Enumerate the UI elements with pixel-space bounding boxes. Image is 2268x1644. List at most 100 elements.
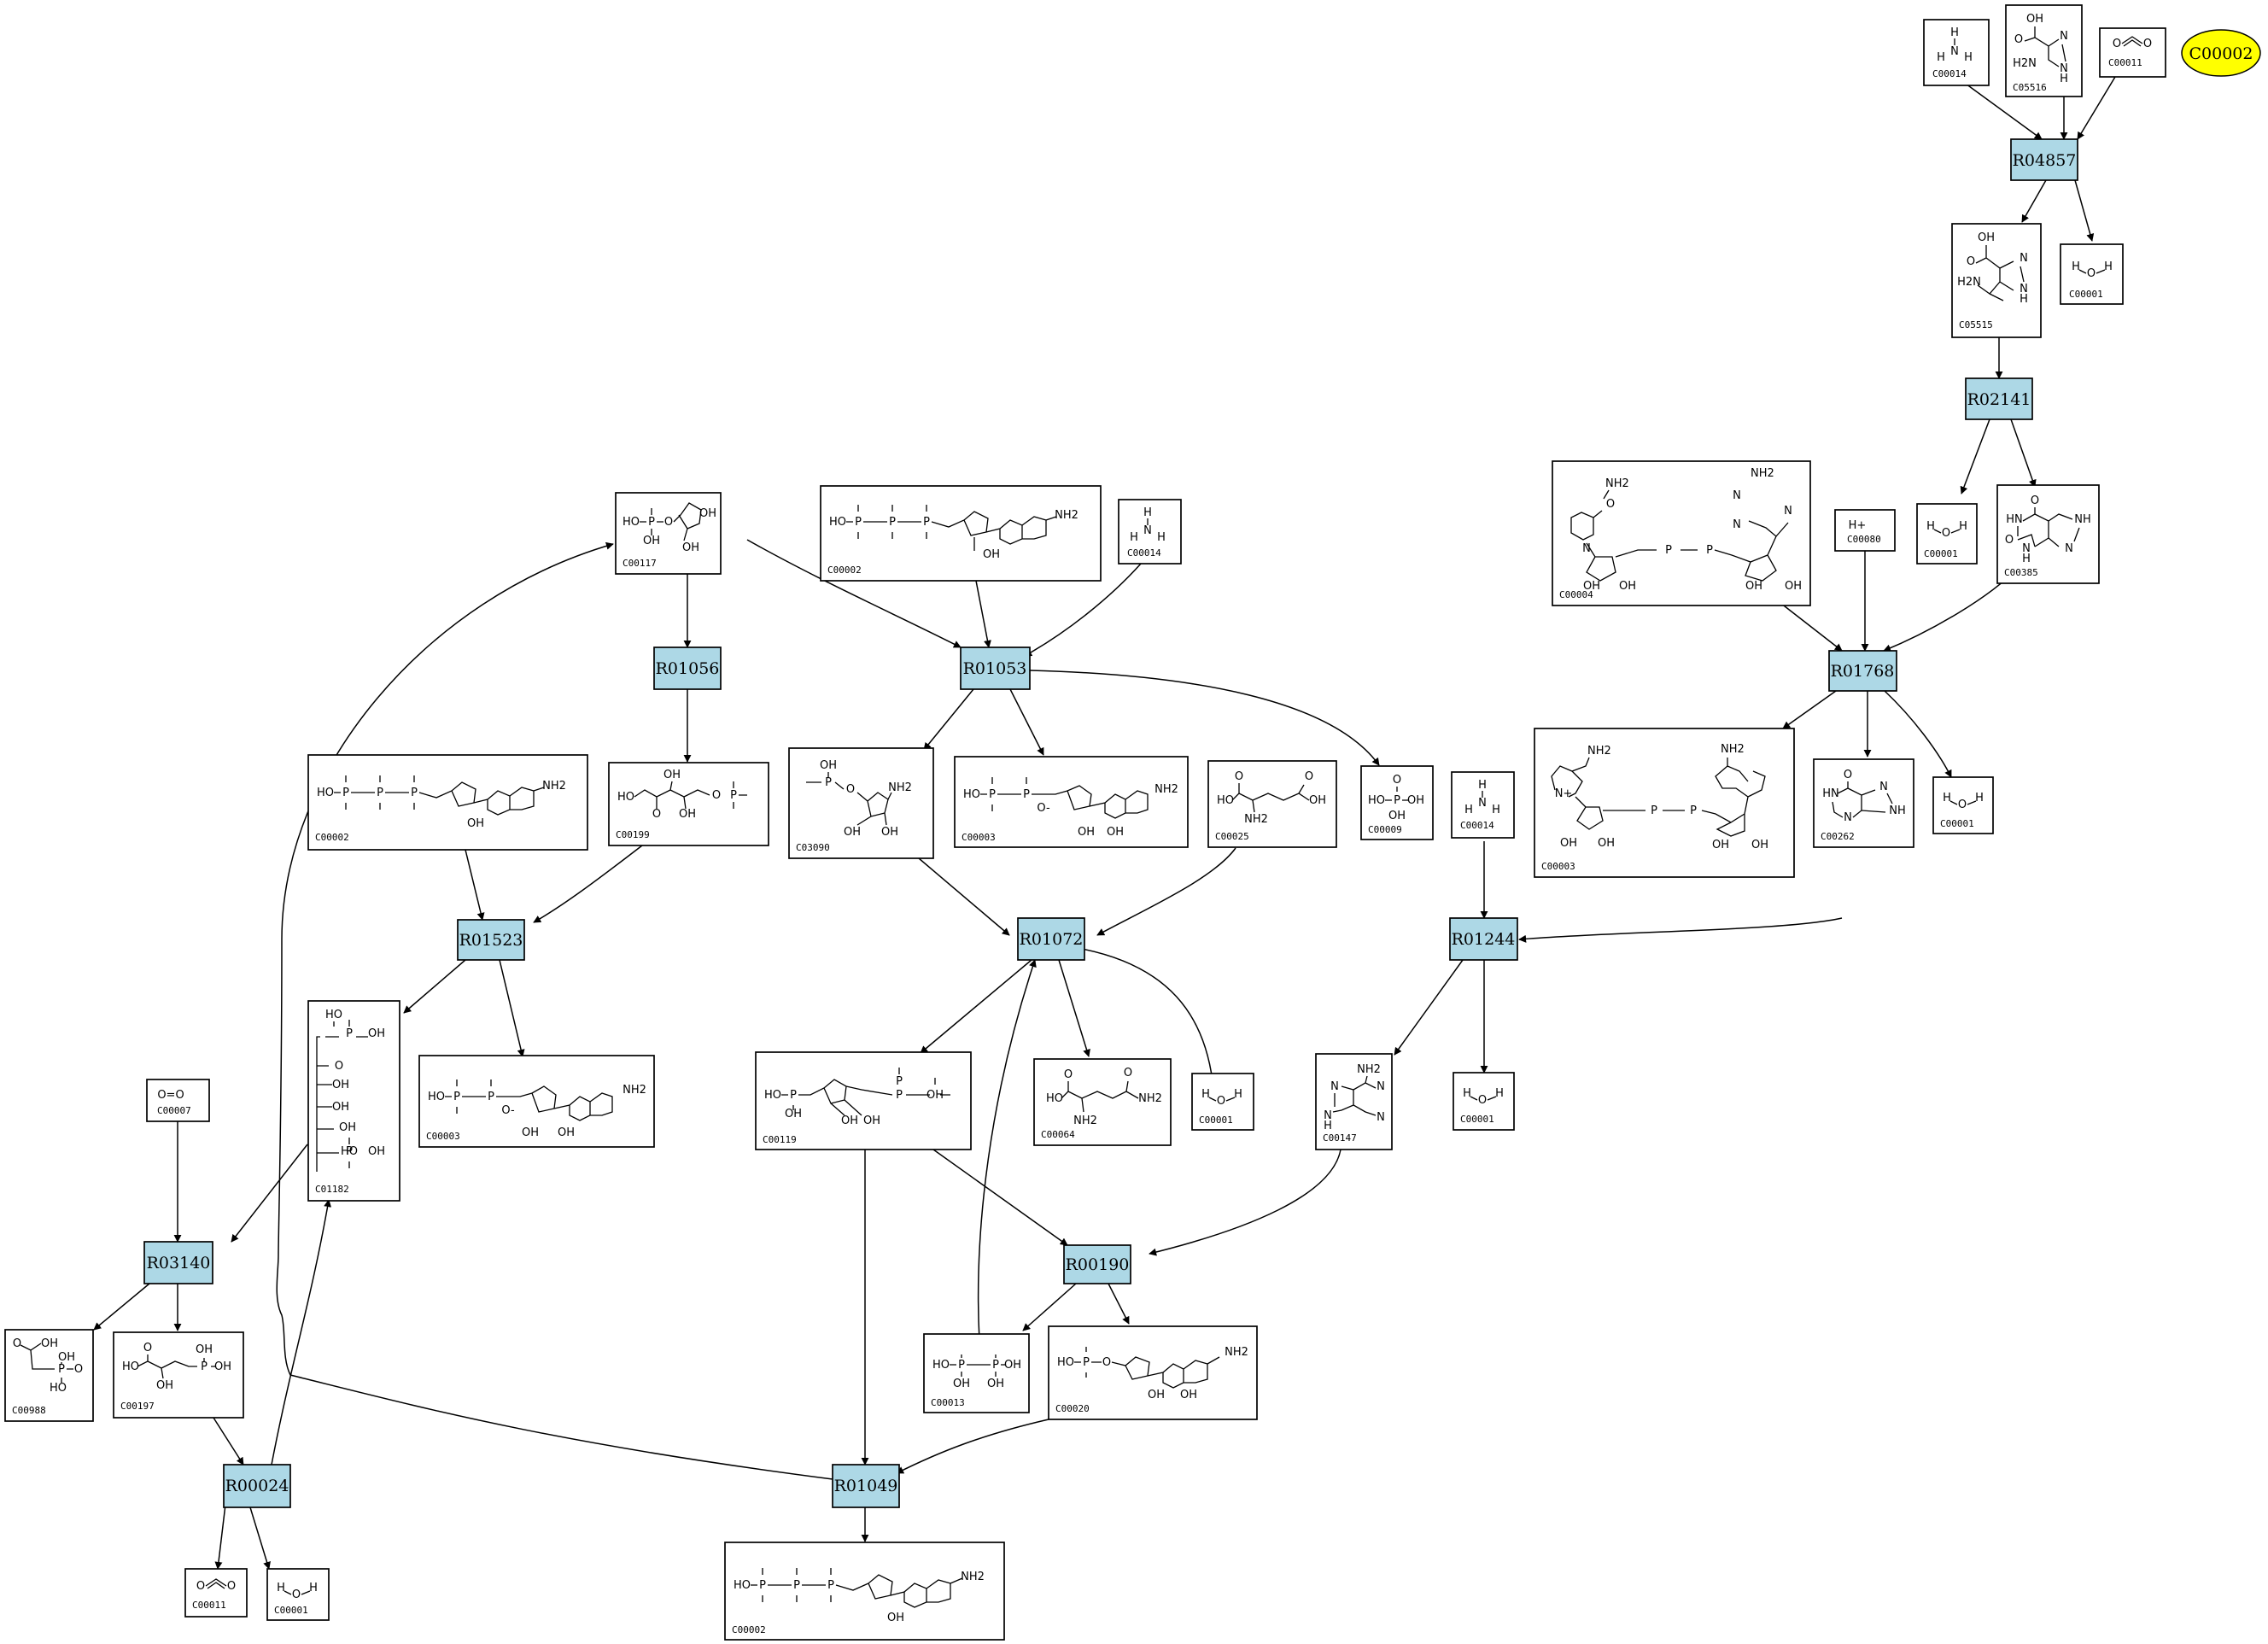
compound-node-c00064[interactable]: O HO NH2 NH2 O C00064	[1033, 1058, 1172, 1146]
atom: OH	[1078, 826, 1095, 839]
compound-label: C00020	[1055, 1403, 1090, 1414]
atom: P	[648, 516, 655, 529]
query-node-c00002[interactable]: C00002	[2181, 29, 2261, 77]
reaction-node-r01523[interactable]: R01523	[457, 919, 525, 961]
atom: N	[1377, 1080, 1385, 1093]
compound-node-c00007[interactable]: O=O C00007	[146, 1079, 210, 1122]
compound-node-c00001[interactable]: H O H C00001	[1191, 1073, 1254, 1131]
atom: OH	[682, 541, 699, 554]
reaction-node-r03140[interactable]: R03140	[143, 1241, 213, 1284]
atom: H	[1463, 1087, 1471, 1100]
edges	[93, 76, 2116, 1570]
compound-label: C00001	[1460, 1114, 1494, 1125]
compound-node-c00117[interactable]: HO P O OH OH OH C00117	[615, 492, 722, 575]
reaction-node-r01056[interactable]: R01056	[653, 646, 722, 690]
compound-node-c00119[interactable]: HO P OH P P OH OH OH C00119	[755, 1051, 972, 1150]
atom: H2N	[1957, 276, 1981, 289]
atom: O	[1305, 770, 1313, 783]
atom: OH	[1107, 826, 1124, 839]
compound-node-c01182[interactable]: HO P OH OH OH OH HO P OH O C01182	[307, 1000, 400, 1202]
reaction-node-r01768[interactable]: R01768	[1828, 650, 1897, 692]
compound-node-c00004[interactable]: NH2 NH2 O N N N N OH OH OH OH P P C00004	[1552, 460, 1811, 606]
compound-node-c00014[interactable]: H N H H C00014	[1118, 499, 1182, 565]
reaction-label: R02141	[1967, 390, 2031, 409]
compound-node-c00080[interactable]: H+ C00080	[1834, 509, 1896, 552]
compound-node-c00262[interactable]: O HN N NH N C00262	[1813, 758, 1914, 848]
atom: OH	[1560, 837, 1577, 850]
atom: OH	[522, 1126, 539, 1139]
reaction-node-r04857[interactable]: R04857	[2010, 138, 2078, 181]
compound-node-c00001[interactable]: H O H C00001	[1453, 1072, 1515, 1131]
compound-node-c00011[interactable]: O O C00011	[184, 1568, 248, 1618]
edge	[923, 688, 974, 751]
compound-node-c03090[interactable]: OH P O NH2 OH OH C03090	[788, 747, 934, 859]
compound-node-c00014[interactable]: H N H H C00014	[1451, 771, 1515, 839]
atom: N	[1733, 518, 1741, 531]
reaction-node-r00190[interactable]: R00190	[1063, 1244, 1131, 1284]
compound-node-c00025[interactable]: O O HO OH NH2 C00025	[1207, 760, 1337, 848]
compound-node-c00002[interactable]: HO P P P OH NH2 C00002	[724, 1542, 1005, 1641]
atom: OH	[841, 1115, 858, 1127]
atom: H	[2022, 553, 2031, 565]
atom: HN	[2006, 513, 2023, 526]
reaction-node-r01053[interactable]: R01053	[960, 646, 1031, 690]
atom: HO	[1368, 794, 1385, 807]
compound-node-c00001[interactable]: H O H C00001	[1916, 503, 1978, 565]
compound-node-c00385[interactable]: O HN NH N O N H C00385	[1996, 484, 2100, 584]
compound-node-c00001[interactable]: H O H C00001	[1932, 776, 1994, 834]
reaction-node-r01072[interactable]: R01072	[1017, 917, 1085, 961]
compound-node-c00013[interactable]: HO P P OH OH OH C00013	[923, 1333, 1030, 1413]
atom: H	[309, 1582, 318, 1594]
atom: N	[2020, 283, 2028, 295]
atom: H	[1130, 531, 1138, 544]
compound-node-c00197[interactable]: O HO P OH OH OH C00197	[113, 1331, 244, 1419]
compound-node-c05515[interactable]: OH O N H2N N H C05515	[1951, 223, 2042, 338]
edge	[920, 959, 1032, 1054]
atom: N	[1733, 489, 1741, 502]
atom: OH	[1004, 1359, 1021, 1372]
atom: OH	[887, 1612, 904, 1624]
compound-label: C00011	[2108, 57, 2142, 68]
atom: OH	[339, 1121, 356, 1134]
compound-node-c00002[interactable]: HO P P P OH NH2 C00002	[307, 754, 588, 851]
compound-label: C00011	[192, 1600, 226, 1611]
atom: P	[790, 1089, 797, 1102]
compound-node-c00988[interactable]: O OH OH P O HO C00988	[4, 1329, 94, 1422]
compound-node-c00003[interactable]: NH2 NH2 N+ OH OH OH OH P P C00003	[1534, 728, 1795, 878]
atom: P	[793, 1579, 800, 1592]
compound-node-c00011[interactable]: O O C00011	[2099, 27, 2166, 78]
compound-node-c00002[interactable]: HO P P P OH NH2 C00002	[820, 485, 1102, 582]
compound-node-c00001[interactable]: H O H C00001	[2060, 243, 2124, 305]
atom: H	[1492, 804, 1500, 816]
atom: O	[1393, 774, 1401, 787]
atom: P	[958, 1359, 965, 1372]
atom: OH	[2026, 13, 2043, 26]
reaction-node-r02141[interactable]: R02141	[1965, 377, 2033, 420]
compound-node-c00003[interactable]: HO P P O- NH2 OH OH C00003	[954, 756, 1189, 848]
compound-node-c00199[interactable]: OH O P O HO OH C00199	[608, 762, 769, 846]
compound-label: C00025	[1215, 831, 1249, 842]
atom: OH	[368, 1027, 385, 1040]
edge	[1782, 690, 1837, 729]
compound-node-c00009[interactable]: O HO P OH OH C00009	[1360, 765, 1434, 840]
edge	[533, 845, 643, 923]
atom: NH2	[1154, 783, 1178, 796]
reaction-label: R01244	[1452, 930, 1516, 949]
compound-node-c00147[interactable]: NH2 N N N N H C00147	[1315, 1053, 1393, 1150]
compound-node-c00003[interactable]: HO P P O- NH2 OH OH C00003	[418, 1055, 655, 1148]
edge	[271, 1199, 332, 1466]
edge	[975, 580, 991, 648]
compound-node-c00001[interactable]: H O H C00001	[266, 1568, 330, 1621]
reaction-node-r00024[interactable]: R00024	[223, 1464, 291, 1508]
edge	[93, 1283, 150, 1331]
compound-node-c05516[interactable]: OH O N N H2N H C05516	[2005, 4, 2083, 97]
atom: OH	[214, 1360, 231, 1373]
reaction-label: R03140	[147, 1254, 211, 1272]
compound-label: C00004	[1559, 589, 1593, 600]
reaction-node-r01049[interactable]: R01049	[832, 1464, 900, 1508]
atom: H+	[1849, 519, 1867, 532]
compound-node-c00014[interactable]: H N H H C00014	[1923, 19, 1990, 86]
compound-node-c00020[interactable]: HO P O NH2 OH OH C00020	[1048, 1325, 1258, 1420]
atom: H	[1143, 506, 1152, 519]
reaction-node-r01244[interactable]: R01244	[1449, 917, 1518, 961]
